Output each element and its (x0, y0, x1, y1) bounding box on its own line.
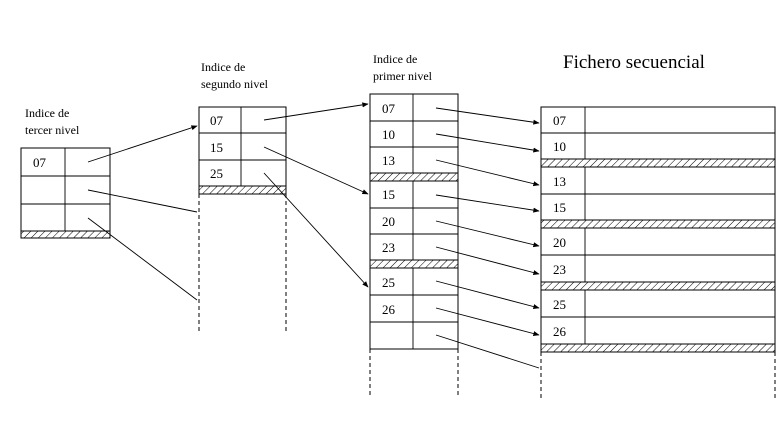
file-record (540, 193, 776, 221)
index2-label: Indice de segundo nivel (201, 60, 269, 91)
index2-block: 07 15 25 (198, 106, 287, 333)
file-block-hatch (540, 281, 776, 291)
index3-end-hatch (20, 230, 111, 239)
index3-row (20, 203, 111, 232)
file-record (540, 166, 776, 195)
index2-key: 25 (210, 166, 223, 181)
pointer-arrow (263, 146, 369, 195)
index1-key: 13 (382, 153, 395, 168)
file-record-key: 10 (553, 139, 566, 154)
pointer-arrow (435, 220, 540, 248)
index1-key: 10 (382, 127, 395, 142)
index3-row (20, 175, 111, 205)
pointer-arrow (435, 246, 540, 275)
file-record (540, 254, 776, 283)
index1-blocks: 07 10 13 15 20 23 25 26 (369, 93, 459, 396)
index1-row (369, 233, 459, 261)
file-record-key: 07 (553, 113, 567, 128)
pointer-arrow (435, 307, 540, 336)
pointer-arrow (87, 125, 198, 163)
index1-block-hatch (369, 259, 459, 269)
index1-row (369, 321, 459, 350)
index1-row (369, 120, 459, 148)
file-record (540, 132, 776, 160)
index3-key: 07 (33, 155, 47, 170)
file-block-hatch (540, 158, 776, 168)
pointer-arrow (435, 194, 540, 213)
file-block-hatch (540, 343, 776, 353)
index2-end-hatch (198, 185, 287, 195)
file-record-key: 13 (553, 174, 566, 189)
index3-row (20, 147, 111, 177)
pointer-arrow (435, 280, 540, 309)
file-record-key: 25 (553, 297, 566, 312)
file-record (540, 289, 776, 318)
index2-key: 15 (210, 140, 223, 155)
file-block-hatch (540, 219, 776, 229)
pointer-line (87, 189, 198, 213)
index2-row (198, 106, 287, 134)
index1-row (369, 207, 459, 235)
index1-key: 07 (382, 101, 396, 116)
index1-label: Indice de primer nivel (373, 52, 433, 83)
pointer-arrow (263, 102, 369, 121)
index1-key: 20 (382, 214, 395, 229)
file-title: Fichero secuencial (563, 52, 705, 73)
file-record (540, 316, 776, 345)
index2-key: 07 (210, 113, 224, 128)
index1-row (369, 267, 459, 296)
file-record-key: 26 (553, 324, 567, 339)
file-record-key: 15 (553, 200, 566, 215)
pointer-arrow (435, 159, 540, 187)
index1-row (369, 294, 459, 323)
file-record (540, 227, 776, 256)
index3-block: 07 (20, 147, 111, 239)
file-record (540, 106, 776, 134)
pointer-line (87, 217, 198, 301)
index1-key: 23 (382, 240, 395, 255)
index1-key: 15 (382, 187, 395, 202)
sequential-file: 07 10 13 15 20 23 25 26 (540, 106, 776, 400)
index3-label: Indice de tercer nivel (25, 106, 80, 137)
pointer-arrow (435, 107, 540, 125)
pointer-arrow (435, 133, 540, 153)
index1-block-hatch (369, 172, 459, 182)
index1-key: 25 (382, 275, 395, 290)
index1-key: 26 (382, 302, 396, 317)
index1-row (369, 180, 459, 209)
pointer-line (435, 334, 540, 369)
index1-row (369, 146, 459, 174)
file-record-key: 23 (553, 262, 566, 277)
file-record-key: 20 (553, 235, 566, 250)
pointer-arrow (263, 172, 369, 288)
